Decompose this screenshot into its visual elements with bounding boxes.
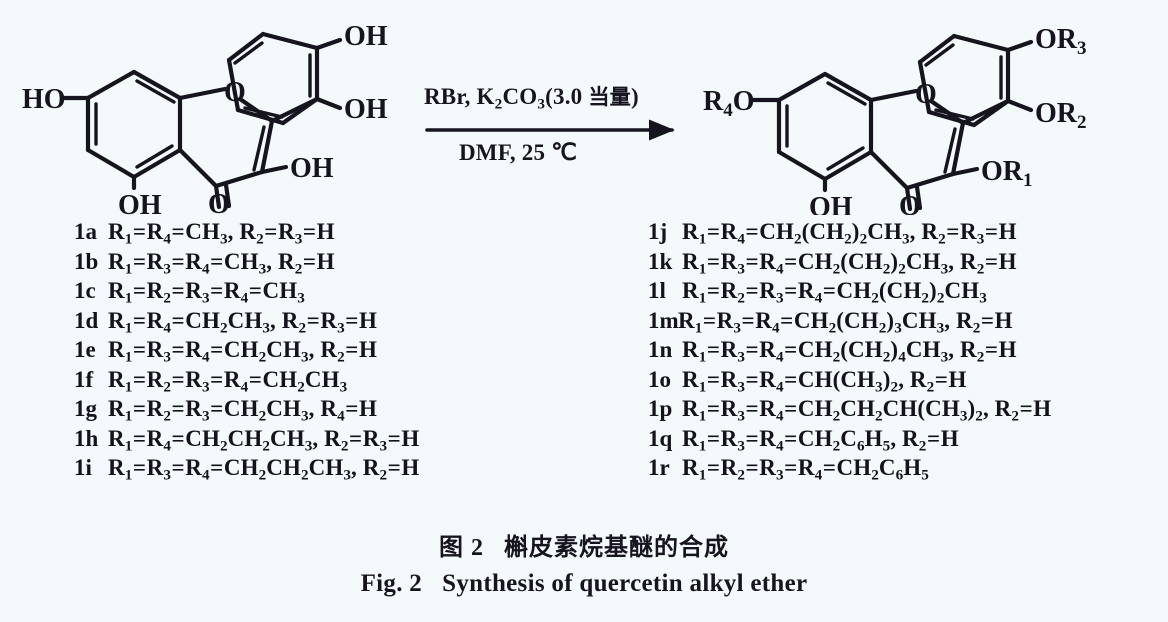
compound-tag: 1d: [74, 307, 99, 333]
compound-tag: 1r: [648, 455, 670, 480]
figure-caption-chinese: 图 2 槲皮素烷基醚的合成: [0, 527, 1168, 562]
arrow-head: [649, 119, 675, 141]
label-reactant-ring-o: O: [224, 77, 246, 108]
label-reactant-keto-o: O: [208, 189, 230, 215]
label-product-or2: OR2: [1035, 98, 1087, 133]
compound-row-1i: 1i R1=R3=R4=CH2CH2CH3, R2=H: [74, 455, 419, 485]
compound-tag: 1p: [648, 396, 673, 421]
figure-caption-english: Fig. 2 Synthesis of quercetin alkyl ether: [0, 570, 1168, 598]
label-reactant-ho7: HO: [22, 84, 66, 115]
compound-row-1r: 1r R1=R2=R3=R4=CH2C6H5: [648, 455, 1051, 485]
compound-formula: R1=R4=CH2(CH2)2CH3, R2=R3=H: [682, 219, 1017, 248]
compound-formula: R1=R3=R4=CH2C6H5, R2=H: [682, 425, 959, 454]
compound-tag: 1b: [74, 248, 99, 274]
compound-tag: 1h: [74, 425, 99, 451]
compound-row-1l: 1l R1=R2=R3=R4=CH2(CH2)2CH3: [648, 278, 1051, 308]
compound-formula: R1=R3=R4=CH2CH2CH(CH3)2, R2=H: [682, 396, 1052, 425]
compound-tag: 1c: [74, 278, 96, 303]
compound-list-left: 1a R1=R4=CH3, R2=R3=H 1b R1=R3=R4=CH3, R…: [74, 219, 419, 485]
compound-tag: 1f: [74, 366, 94, 392]
reactant-structure: [59, 31, 343, 210]
compound-tag: 1i: [74, 455, 92, 480]
compound-tag: 1k: [648, 248, 673, 274]
compound-row-1d: 1d R1=R4=CH2CH3, R2=R3=H: [74, 308, 419, 338]
compound-formula: R1=R2=R3=R4=CH3: [108, 278, 305, 307]
compound-row-1k: 1k R1=R3=R4=CH2(CH2)2CH3, R2=H: [648, 249, 1051, 279]
label-product-or1: OR1: [981, 156, 1033, 191]
compound-row-1n: 1n R1=R3=R4=CH2(CH2)4CH3, R2=H: [648, 337, 1051, 367]
compound-row-1g: 1g R1=R2=R3=CH2CH3, R4=H: [74, 396, 419, 426]
reagents-equivalent-cjk: 当量: [588, 84, 632, 109]
compound-row-1j: 1j R1=R4=CH2(CH2)2CH3, R2=R3=H: [648, 219, 1051, 249]
label-reactant-oh5: OH: [118, 190, 162, 215]
label-product-keto-o: O: [899, 191, 921, 215]
label-reactant-oh3prime: OH: [344, 94, 388, 125]
figure-caption-en-label: Fig. 2: [360, 570, 423, 597]
compound-tag: 1n: [648, 337, 673, 362]
compound-formula: R1=R2=R3=CH2CH3, R4=H: [108, 396, 377, 425]
label-reactant-oh3: OH: [290, 153, 334, 184]
compound-formula: R1=R3=R4=CH3, R2=H: [108, 248, 335, 277]
label-product-r4o: R4O: [703, 86, 755, 121]
compound-formula: R1=R2=R3=R4=CH2CH3: [108, 366, 348, 395]
compound-formula: R1=R4=CH2CH3, R2=R3=H: [108, 307, 377, 336]
compound-row-1f: 1f R1=R2=R3=R4=CH2CH3: [74, 367, 419, 397]
compound-row-1c: 1c R1=R2=R3=R4=CH3: [74, 278, 419, 308]
label-product-oh5: OH: [809, 192, 853, 215]
compound-formula: R1=R3=R4=CH(CH3)2, R2=H: [682, 366, 967, 395]
compound-formula: R1=R4=CH3, R2=R3=H: [108, 219, 335, 248]
label-product-or3: OR3: [1035, 24, 1087, 59]
compound-tag: 1g: [74, 396, 97, 421]
figure-caption-cn-label: 图 2: [439, 535, 484, 561]
figure-caption-en-text: Synthesis of quercetin alkyl ether: [442, 570, 808, 597]
compound-row-1a: 1a R1=R4=CH3, R2=R3=H: [74, 219, 419, 249]
compound-formula: R1=R3=R4=CH2CH3, R2=H: [108, 337, 377, 366]
compound-row-1o: 1o R1=R3=R4=CH(CH3)2, R2=H: [648, 367, 1051, 397]
compound-formula: R1=R2=R3=R4=CH2C6H5: [682, 455, 929, 484]
reaction-conditions-text: DMF, 25 ℃: [459, 140, 578, 165]
reaction-reagents-text: RBr, K2CO3(3.0 当量): [424, 84, 639, 113]
compound-formula: R1=R3=R4=CH2(CH2)2CH3, R2=H: [682, 248, 1017, 277]
compound-row-1q: 1q R1=R3=R4=CH2C6H5, R2=H: [648, 426, 1051, 456]
compound-tag: 1q: [648, 425, 673, 451]
scheme-svg: HO OH OH O O OH OH R4O OH O O OR1 OR2 OR…: [22, 21, 1087, 215]
compound-row-1e: 1e R1=R3=R4=CH2CH3, R2=H: [74, 337, 419, 367]
compound-tag: 1l: [648, 278, 666, 303]
compound-row-1h: 1h R1=R4=CH2CH2CH3, R2=R3=H: [74, 426, 419, 456]
compound-row-1m: 1m R1=R3=R4=CH2(CH2)3CH3, R2=H: [648, 308, 1051, 338]
compound-formula: R1=R3=R4=CH2(CH2)4CH3, R2=H: [682, 337, 1017, 366]
product-structure: [750, 33, 1034, 212]
label-product-ring-o: O: [915, 79, 937, 110]
figure-caption-cn-text: 槲皮素烷基醚的合成: [504, 533, 729, 561]
compound-tag: 1a: [74, 219, 97, 244]
compound-tag: 1e: [74, 337, 96, 362]
compound-tag: 1m: [648, 307, 679, 333]
compound-tag: 1j: [648, 219, 668, 244]
compound-formula: R1=R4=CH2CH2CH3, R2=R3=H: [108, 425, 420, 454]
label-reactant-oh4prime: OH: [344, 21, 388, 52]
compound-list-right: 1j R1=R4=CH2(CH2)2CH3, R2=R3=H 1k R1=R3=…: [648, 219, 1051, 485]
compound-row-1b: 1b R1=R3=R4=CH3, R2=H: [74, 249, 419, 279]
compound-formula: R1=R3=R4=CH2(CH2)3CH3, R2=H: [678, 307, 1013, 336]
compound-tag: 1o: [648, 366, 671, 392]
compound-row-1p: 1p R1=R3=R4=CH2CH2CH(CH3)2, R2=H: [648, 396, 1051, 426]
compound-formula: R1=R2=R3=R4=CH2(CH2)2CH3: [682, 278, 987, 307]
reaction-scheme: HO OH OH O O OH OH R4O OH O O OR1 OR2 OR…: [0, 0, 1168, 215]
compound-formula: R1=R3=R4=CH2CH2CH3, R2=H: [108, 455, 420, 484]
